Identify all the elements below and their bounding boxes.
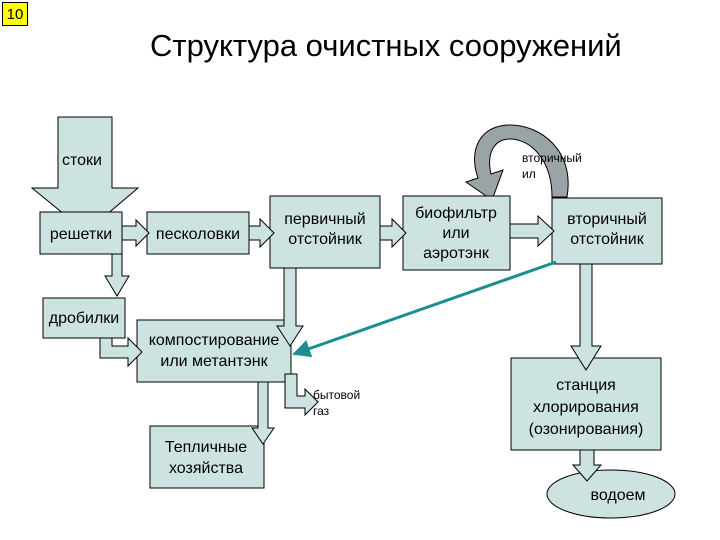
label-stoki: стоки (62, 152, 102, 169)
label-biofiltr-1: биофильтр (415, 205, 497, 222)
label-biofiltr-3: аэротэнк (423, 245, 490, 262)
label-stanciya-3: (озонирования) (529, 421, 644, 438)
arrow-stanciya-vodoem (571, 449, 603, 482)
box-drobilki (42, 297, 126, 339)
label-vodoem: водоем (591, 487, 646, 504)
box-pervichny-otstoinik (269, 195, 381, 269)
loop-arrow-vtorichny-il (464, 124, 569, 201)
label-kompost-1: компостирование (149, 332, 280, 349)
label-teplichnye-2: хозяйства (169, 460, 243, 477)
arrow-pervichny-biofiltr (379, 217, 407, 249)
arrow-vtorichny-stanciya (570, 263, 602, 371)
box-kompostirovanie (136, 319, 292, 383)
box-stanciya (510, 357, 662, 451)
arrow-reshetki-peskolovki (121, 218, 150, 248)
label-bytovoy-gaz-2: газ (313, 404, 330, 418)
arrow-kompost-gaz (284, 373, 319, 417)
label-biofiltr-2: или (442, 225, 469, 242)
label-vtorichny-otstoinik-1: вторичный (567, 211, 647, 228)
label-bytovoy-gaz-1: бытовой (313, 388, 360, 402)
arrow-return-ил-kompost (292, 260, 557, 358)
ellipse-vodoem (546, 469, 676, 519)
label-stanciya-1: станция (556, 377, 616, 394)
label-kompost-2: или метантэнк (160, 353, 268, 370)
label-vtorichny-il-2: ил (522, 167, 536, 181)
arrow-pervichny-kompost (276, 267, 304, 347)
label-vtorichny-otstoinik-2: отстойник (570, 231, 644, 248)
page-title: Структура очистных сооружений (150, 28, 622, 63)
slide-number: 10 (2, 2, 28, 26)
label-drobilki: дробилки (49, 310, 120, 327)
inflow-arrow (30, 116, 140, 233)
label-stanciya-2: хлорирования (533, 399, 639, 416)
box-vtorichny-otstoinik (551, 197, 663, 265)
label-teplichnye-1: Тепличные (165, 439, 247, 456)
label-pervichny-1: первичный (284, 211, 366, 228)
arrow-peskolovki-pervichny (248, 217, 275, 249)
label-pervichny-2: отстойник (288, 231, 362, 248)
box-teplichnye (149, 425, 265, 489)
arrow-drobilki-kompost (99, 336, 143, 368)
label-reshetki: решетки (50, 226, 112, 243)
arrow-reshetki-drobilki (104, 253, 130, 297)
arrow-biofiltr-vtorichny (509, 214, 555, 248)
label-vtorichny-il-1: вторичный (522, 151, 582, 165)
label-peskolovki: песколовки (156, 226, 240, 243)
arrow-kompost-teplichnye (251, 381, 275, 445)
box-biofiltr (402, 195, 511, 271)
box-reshetki (39, 211, 123, 255)
